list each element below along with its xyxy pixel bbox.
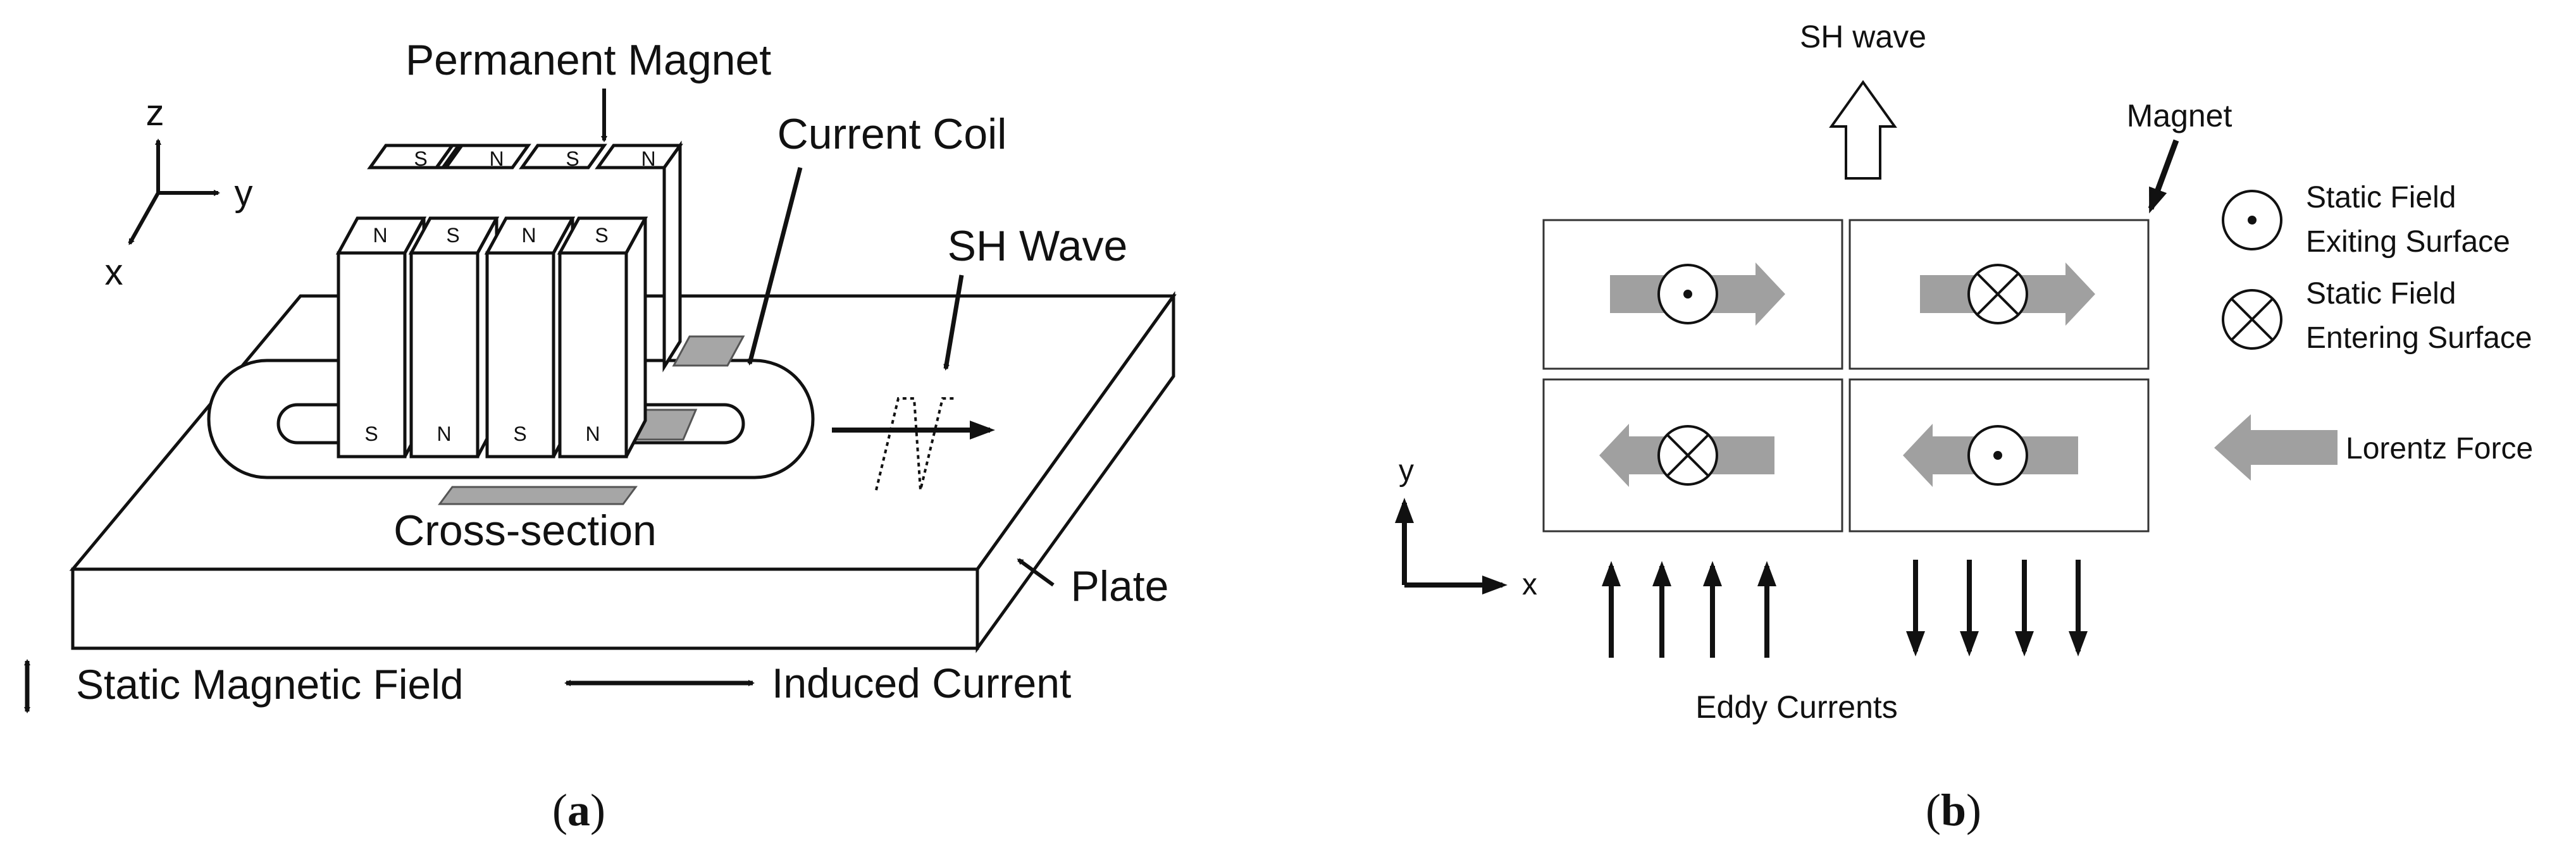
legend-exit-label-1: Static Field xyxy=(2306,181,2456,214)
back-magnet-pole-4: N xyxy=(641,147,655,170)
front-magnet-bottom-pole-2: N xyxy=(437,422,451,445)
plate-arrow xyxy=(1017,558,1055,587)
permanent-magnet-label: Permanent Magnet xyxy=(406,36,771,84)
sh-wave-hollow-arrow xyxy=(1829,80,1897,180)
legend-exit-label-2: Exiting Surface xyxy=(2306,225,2510,259)
back-magnet-pole-2: N xyxy=(489,147,504,170)
magnet-pointer-arrow xyxy=(2148,139,2179,214)
eddy-current-up-arrows xyxy=(1602,561,1776,658)
sh-wave-label-a: SH Wave xyxy=(948,222,1128,270)
cross-section-patches xyxy=(438,335,745,505)
cell4-dot xyxy=(1993,451,2002,460)
current-coil-label: Current Coil xyxy=(777,110,1007,158)
plate-label: Plate xyxy=(1071,562,1169,610)
panel-b-diagram: SH wave Magnet Static xyxy=(1395,19,2533,835)
legend-lorentz-arrow xyxy=(2214,414,2338,481)
caption-b: (b) xyxy=(1926,785,1981,835)
axis-z-label: z xyxy=(146,92,164,133)
front-magnet-top-pole-2: S xyxy=(446,224,459,247)
induced-current-legend-label: Induced Current xyxy=(772,660,1071,706)
axis-y-label: y xyxy=(235,173,253,214)
front-magnet-top-pole-1: N xyxy=(373,224,387,247)
legend-enter-cross-b xyxy=(2231,298,2274,341)
cell1-dot xyxy=(1683,290,1692,299)
eddy-currents-label: Eddy Currents xyxy=(1695,689,1898,725)
legend-exit-dot xyxy=(2248,216,2257,225)
back-magnet-pole-3: S xyxy=(566,147,579,170)
magnet-label: Magnet xyxy=(2127,98,2232,133)
front-magnet-top-pole-3: N xyxy=(521,224,536,247)
panel-a-diagram: S N S N N S N S S N S N xyxy=(24,36,1177,835)
sh-wave-zigzag xyxy=(875,397,955,491)
magnet-cells xyxy=(1542,219,2150,533)
xy-axes-icon xyxy=(1395,498,1508,594)
static-field-legend-label: Static Magnetic Field xyxy=(76,661,464,708)
caption-a: (a) xyxy=(552,785,605,835)
eddy-current-down-arrows xyxy=(1906,560,2088,656)
cross-section-label: Cross-section xyxy=(393,507,657,555)
axis-x-label: x xyxy=(105,252,123,293)
back-row-magnets xyxy=(367,140,683,373)
back-magnet-pole-1: S xyxy=(414,147,427,170)
cell3-cross-b xyxy=(1666,434,1709,477)
legend-enter-label-1: Static Field xyxy=(2306,277,2456,311)
sh-wave-label-b: SH wave xyxy=(1800,19,1926,54)
front-magnet-bottom-pole-3: S xyxy=(513,422,526,445)
cell2-cross-b xyxy=(1976,273,2019,316)
current-coil-arrow xyxy=(747,167,803,366)
axis-y-label-b: y xyxy=(1399,454,1414,488)
front-magnet-bottom-pole-4: N xyxy=(585,422,600,445)
xyz-axes-icon xyxy=(128,139,220,245)
front-magnet-bottom-pole-1: S xyxy=(364,422,378,445)
legend-enter-label-2: Entering Surface xyxy=(2306,321,2532,355)
sh-wave-pointer-arrow xyxy=(943,274,964,371)
legend-lorentz-label: Lorentz Force xyxy=(2346,432,2533,465)
axis-x-label-b: x xyxy=(1522,568,1537,601)
front-magnet-top-pole-4: S xyxy=(595,224,608,247)
front-row-magnets xyxy=(335,216,648,459)
